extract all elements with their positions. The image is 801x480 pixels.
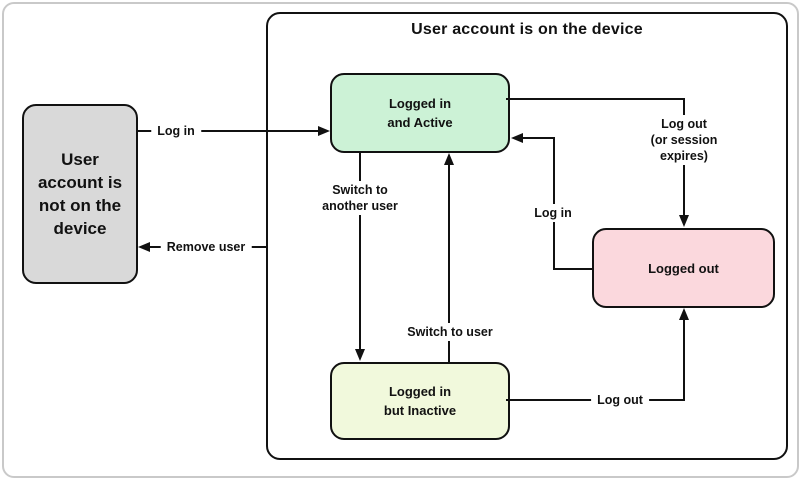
arrowhead-right-icon [318, 126, 330, 136]
edge-log-in-inner-line [553, 268, 592, 270]
arrowhead-down-icon [679, 215, 689, 227]
edge-log-in-outer-line [137, 130, 320, 132]
edge-log-out-bottom-line [683, 319, 685, 401]
arrowhead-up-icon [444, 153, 454, 165]
node-logged-out: Logged out [592, 228, 775, 308]
node-account-not-on-device: User account is not on the device [22, 104, 138, 284]
edge-label-log-in-outer: Log in [151, 122, 201, 140]
node-label: User account is not on the device [37, 150, 123, 238]
edge-switch-to-user-line [448, 164, 450, 362]
edge-label-log-out-bottom: Log out [591, 391, 649, 409]
node-label: Logged in and Active [387, 96, 453, 130]
arrowhead-left-icon [138, 242, 150, 252]
group-title: User account is on the device [411, 21, 643, 38]
node-logged-in-active: Logged in and Active [330, 73, 510, 153]
edge-switch-another-line [359, 153, 361, 349]
edge-label-log-out-session: Log out (or session expires) [625, 115, 743, 165]
edge-label-log-in-inner: Log in [528, 204, 578, 222]
edge-label-switch-to-user: Switch to user [401, 323, 499, 341]
edge-log-in-inner-line [523, 137, 555, 139]
group-on-device [266, 12, 788, 460]
node-label: Logged in but Inactive [383, 384, 457, 418]
edge-log-out-session-line [506, 98, 684, 100]
node-logged-in-inactive: Logged in but Inactive [330, 362, 510, 440]
edge-label-remove-user: Remove user [160, 238, 252, 256]
edge-log-in-inner-line [553, 137, 555, 270]
node-label: Logged out [648, 260, 719, 276]
arrowhead-up-icon [679, 308, 689, 320]
edge-label-switch-to-another-user: Switch to another user [316, 181, 404, 215]
arrowhead-left-icon [511, 133, 523, 143]
arrowhead-down-icon [355, 349, 365, 361]
